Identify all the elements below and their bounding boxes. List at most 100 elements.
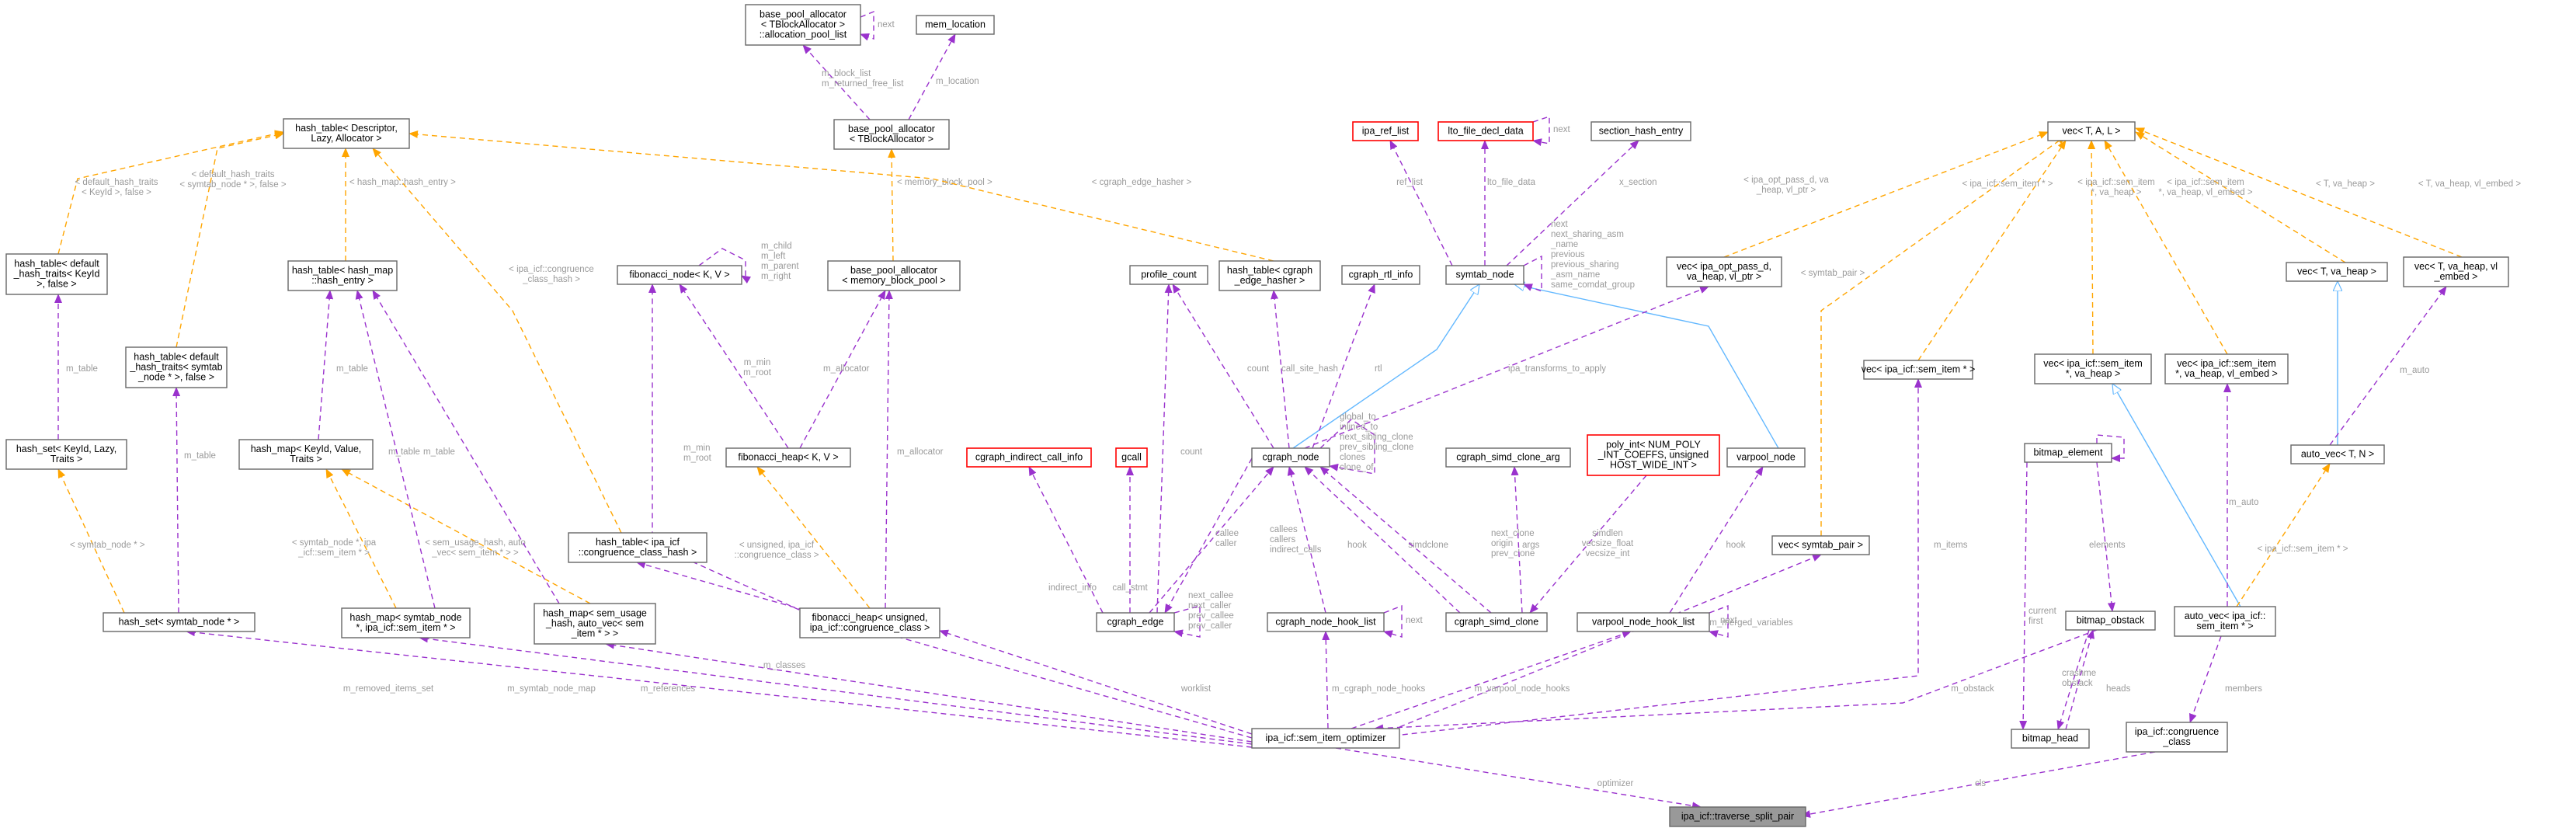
edge-label: worklist [1180, 684, 1212, 694]
class-node-hash-map-keyid[interactable]: hash_map< KeyId, Value,Traits > [238, 439, 374, 470]
edge-label: same_comdat_group [1551, 280, 1635, 290]
class-node-vec-ipa-opt[interactable]: vec< ipa_opt_pass_d,va_heap, vl_ptr > [1666, 256, 1782, 287]
edge-arrow [1312, 284, 1375, 449]
class-node-fib-heap-KV[interactable]: fibonacci_heap< K, V > [725, 447, 851, 468]
usage-edge-hash_set_keyid-hash_table_default_keyid: m_table [54, 294, 98, 440]
class-node-base-pool-mb[interactable]: base_pool_allocator< memory_block_pool > [827, 260, 961, 291]
template-edge-vec_sem-vec_TAL: < ipa_icf::sem_item * > [1917, 140, 2067, 361]
usage-edge-cgraph_node-cgraph_node: global_toinlined_tonext_sibling_clonepre… [1319, 412, 1413, 475]
template-edge-hash_map_symtab-hash_map_keyid: < symtab_node *, ipa_icf::sem_item * > [292, 468, 397, 609]
node-box [1218, 260, 1321, 291]
node-label: hash_map< KeyId, Value, [251, 444, 362, 454]
usage-edge-cgraph_node_hook_list-cgraph_node_hook_list: next [1383, 604, 1424, 638]
node-label: cgraph_indirect_call_info [975, 452, 1083, 463]
class-node-fib-heap-cong[interactable]: fibonacci_heap< unsigned,ipa_icf::congru… [799, 607, 940, 638]
class-node-vec-sem-vlembed[interactable]: vec< ipa_icf::sem_item*, va_heap, vl_emb… [2164, 353, 2289, 384]
edge-arrow [372, 290, 560, 604]
class-node-vec-symtab-pair[interactable]: vec< symtab_pair > [1771, 535, 1870, 555]
edge-label: vecsize_float [1582, 539, 1634, 548]
node-box [238, 439, 374, 470]
class-node-hash-table-desc[interactable]: hash_table< Descriptor,Lazy, Allocator > [283, 118, 410, 149]
class-node-vec-sem-vaheap[interactable]: vec< ipa_icf::sem_item*, va_heap > [2034, 353, 2152, 384]
class-node-cgraph-rtl-info[interactable]: cgraph_rtl_info [1341, 265, 1420, 285]
class-node-hash-map-symtab[interactable]: hash_map< symtab_node*, ipa_icf::sem_ite… [341, 607, 471, 638]
edge-arrow [1383, 604, 1403, 638]
class-node-cgraph-node-hook-list[interactable]: cgraph_node_hook_list [1267, 612, 1385, 632]
node-box [833, 119, 950, 150]
usage-edge-optimizer-vec_symtab_pair: m_merged_variables [1382, 554, 1822, 735]
node-label: < TBlockAllocator > [850, 134, 933, 144]
class-node-optimizer[interactable]: ipa_icf::sem_item_optimizer [1251, 728, 1400, 749]
class-node-bitmap-head[interactable]: bitmap_head [2011, 729, 2090, 749]
class-node-symtab-node[interactable]: symtab_node [1445, 265, 1524, 285]
edge-arrow [1820, 135, 2067, 536]
node-box [287, 260, 398, 291]
edge-label: m_root [743, 368, 772, 377]
edge-arrow [888, 148, 896, 262]
class-node-bitmap-element[interactable]: bitmap_element [2024, 443, 2112, 463]
node-label: varpool_node [1736, 452, 1796, 463]
class-node-hash-table-entry[interactable]: hash_table< hash_map::hash_entry > [287, 260, 398, 291]
edge-label: m_varpool_node_hooks [1475, 684, 1570, 694]
node-label: hash_set< KeyId, Lazy, [16, 444, 116, 454]
edge-label: < ipa_icf::sem_item [2077, 178, 2154, 187]
class-node-cgraph-edge[interactable]: cgraph_edge [1096, 612, 1175, 632]
class-node-cgraph-indirect[interactable]: cgraph_indirect_call_info [966, 447, 1092, 468]
class-node-varpool-node[interactable]: varpool_node [1726, 447, 1806, 468]
class-node-autovec-sem[interactable]: auto_vec< ipa_icf::sem_item * > [2174, 606, 2276, 637]
class-node-mem-location[interactable]: mem_location [916, 15, 995, 35]
edge-label: m_min [683, 444, 711, 453]
class-node-hash-table-edge[interactable]: hash_table< cgraph_edge_hasher > [1218, 260, 1321, 291]
class-node-hash-table-default-symtab[interactable]: hash_table< default_hash_traits< symtab_… [125, 346, 228, 388]
usage-edge-hash_map_keyid-hash_table_entry: m_table [318, 290, 368, 440]
usage-edge-base_pool_tb_list-base_pool_tb_list: next [860, 10, 895, 41]
node-box [568, 532, 707, 563]
edge-label: m_table [336, 364, 368, 374]
node-label: fibonacci_node< K, V > [629, 270, 729, 280]
class-node-autovec-TN[interactable]: auto_vec< T, N > [2290, 444, 2385, 464]
class-node-hash-table-default-keyid[interactable]: hash_table< default_hash_traits< KeyId>,… [5, 253, 108, 295]
class-node-hash-set-keyid[interactable]: hash_set< KeyId, Lazy,Traits > [5, 439, 127, 470]
class-node-root[interactable]: ipa_icf::traverse_split_pair [1669, 806, 1806, 827]
class-node-cgraph-simd-clone[interactable]: cgraph_simd_clone [1445, 612, 1548, 632]
class-node-vec-T-vlembed[interactable]: vec< T, va_heap, vl_embed > [2403, 256, 2509, 287]
node-box [2403, 256, 2509, 287]
usage-edge-hash_map_sem_usage-hash_table_entry: m_table [372, 290, 560, 604]
edge-label: callers [1270, 535, 1295, 544]
edge-arrow [860, 10, 874, 41]
class-node-ipa-ref-list[interactable]: ipa_ref_list [1352, 121, 1419, 141]
class-node-lto-file-decl[interactable]: lto_file_decl_data [1437, 121, 1534, 141]
edge-arrow [2135, 127, 2463, 258]
inheritance-arrow [1292, 284, 1479, 449]
node-label: fibonacci_heap< K, V > [738, 452, 838, 463]
class-node-vec-T-vaheap[interactable]: vec< T, va_heap > [2286, 262, 2388, 282]
class-node-poly-int[interactable]: poly_int< NUM_POLY_INT_COEFFS, unsignedH… [1587, 434, 1720, 476]
class-node-fib-node-KV[interactable]: fibonacci_node< K, V > [617, 265, 742, 285]
class-node-profile-count[interactable]: profile_count [1129, 265, 1208, 285]
class-node-section-hash[interactable]: section_hash_entry [1590, 121, 1691, 141]
class-node-vec-sem[interactable]: vec< ipa_icf::sem_item * > [1862, 360, 1976, 380]
edge-label: < T, va_heap, vl_embed > [2418, 179, 2521, 189]
class-node-hash-map-sem-usage[interactable]: hash_map< sem_usage_hash, auto_vec< sem_… [534, 603, 656, 645]
class-node-congclass[interactable]: ipa_icf::congruence_class [2126, 722, 2228, 753]
class-node-cgraph-simd-clone-arg[interactable]: cgraph_simd_clone_arg [1445, 447, 1571, 468]
class-node-bitmap-obstack[interactable]: bitmap_obstack [2065, 611, 2156, 631]
class-node-base-pool-tb-list[interactable]: base_pool_allocator< TBlockAllocator >::… [745, 4, 861, 46]
usage-edge-cgraph_node-vec_ipa_opt: ipa_transforms_to_apply [1304, 286, 1709, 449]
class-node-cgraph-node[interactable]: cgraph_node [1251, 447, 1330, 468]
class-node-hash-set-symtab[interactable]: hash_set< symtab_node * > [103, 612, 256, 632]
class-node-gcall[interactable]: gcall [1115, 447, 1148, 468]
edge-arrow [1149, 466, 1274, 614]
node-label: base_pool_allocator [848, 124, 935, 134]
usage-edge-autovec_sem-vec_sem_vlembed: m_auto [2223, 383, 2258, 607]
node-label: symtab_node [1455, 270, 1514, 280]
class-node-hash-table-cong[interactable]: hash_table< ipa_icf::congruence_class_ha… [568, 532, 707, 563]
usage-edge-optimizer-hash_set_symtab: m_removed_items_set [186, 628, 1253, 748]
edge-arrow [1164, 458, 1253, 614]
class-node-vec-TAL[interactable]: vec< T, A, L > [2047, 121, 2136, 141]
node-box [966, 447, 1092, 468]
edge-label: < ipa_icf::sem_item [2167, 178, 2244, 187]
node-label: cgraph_node [1263, 452, 1319, 463]
class-node-varpool-hook-list[interactable]: varpool_node_hook_list [1577, 612, 1710, 632]
class-node-base-pool-tb[interactable]: base_pool_allocator< TBlockAllocator > [833, 119, 950, 150]
